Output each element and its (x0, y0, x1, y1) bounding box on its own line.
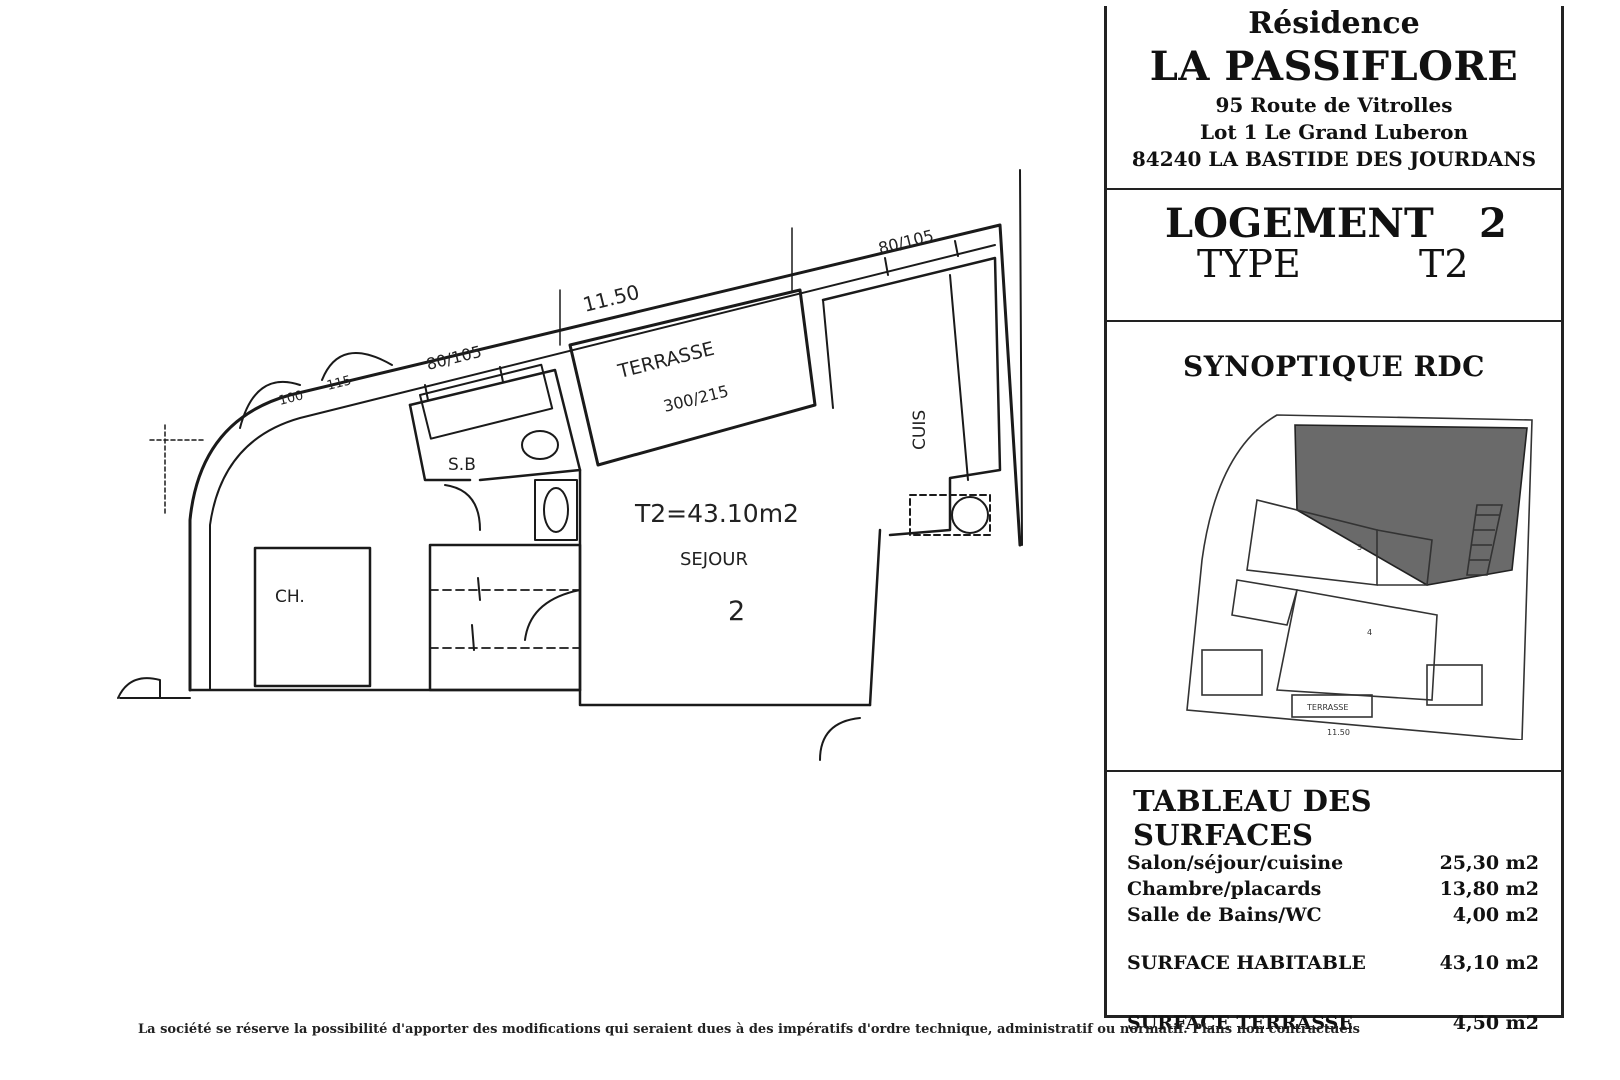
terrace-outline (568, 288, 817, 467)
habitable-value: 43,10 m2 (1439, 952, 1539, 974)
logement-number: 2 (1479, 200, 1507, 247)
terrace-dims: 300/215 (661, 381, 730, 416)
surface-label: Chambre/placards (1127, 878, 1322, 900)
type-label: TYPE (1197, 242, 1301, 286)
mini-label-3: 3 (1357, 543, 1362, 552)
synoptique-plan: 3 4 TERRASSE 11.50 (1186, 414, 1533, 740)
bathroom-walls (408, 368, 582, 482)
terrasse-row: SURFACE TERRASSE 4,50 m2 (1107, 1012, 1561, 1038)
dimension-total: 11.50 (580, 280, 641, 317)
surface-value: 13,80 m2 (1439, 878, 1539, 900)
surface-row: Salon/séjour/cuisine 25,30 m2 (1107, 852, 1561, 878)
surface-row: Salle de Bains/WC 4,00 m2 (1107, 904, 1561, 930)
mini-label-4: 4 (1367, 628, 1372, 637)
surface-value: 4,00 m2 (1452, 904, 1539, 926)
floor-plan-drawing: 11.50 80/105 80/105 100 115 TERRASSE 300… (117, 169, 1023, 761)
outer-wall-inner (209, 244, 996, 691)
terrasse-value: 4,50 m2 (1452, 1012, 1539, 1034)
kitchen-label: CUIS (910, 410, 930, 450)
habitable-row: SURFACE HABITABLE 43,10 m2 (1107, 952, 1561, 978)
outer-wall (188, 223, 1022, 692)
residence-name: LA PASSIFLORE (1149, 43, 1519, 90)
bathroom-label: S.B (448, 455, 476, 475)
surface-value: 25,30 m2 (1439, 852, 1539, 874)
bedroom-label: CH. (275, 587, 305, 607)
surface-label: Salon/séjour/cuisine (1127, 852, 1344, 874)
living-label: SEJOUR (680, 549, 748, 570)
synoptique-title: SYNOPTIQUE RDC (1183, 350, 1485, 383)
door-dim-a: 100 (277, 388, 305, 409)
terrace-label: TERRASSE (615, 338, 717, 383)
mini-label-terrasse: TERRASSE (1306, 703, 1348, 712)
address-line-1: 95 Route de Vitrolles (1215, 93, 1453, 117)
window-dim-1: 80/105 (424, 342, 483, 374)
address-line-2: Lot 1 Le Grand Luberon (1199, 120, 1469, 144)
terrasse-label: SURFACE TERRASSE (1127, 1012, 1353, 1034)
surfaces-box: TABLEAU DES SURFACES Salon/séjour/cuisin… (1107, 772, 1561, 1034)
mini-label-dim: 11.50 (1327, 728, 1350, 737)
floor-plan: 11.50 80/105 80/105 100 115 TERRASSE 300… (0, 0, 1080, 800)
disclaimer: La société se réserve la possibilité d'a… (138, 1022, 1360, 1037)
logement-box: LOGEMENT 2 TYPE T2 (1107, 190, 1561, 322)
habitable-label: SURFACE HABITABLE (1127, 952, 1366, 974)
surface-row: Chambre/placards 13,80 m2 (1107, 878, 1561, 904)
surface-label: Salle de Bains/WC (1127, 904, 1322, 926)
door-dim-b: 115 (325, 373, 353, 394)
address-line-3: 84240 LA BASTIDE DES JOURDANS (1131, 147, 1537, 171)
residence-box: Résidence LA PASSIFLORE 95 Route de Vitr… (1107, 6, 1561, 190)
residence-prefix: Résidence (1248, 6, 1420, 41)
logement-label: LOGEMENT (1165, 200, 1434, 247)
bed (253, 546, 372, 688)
surfaces-title: TABLEAU DES SURFACES (1133, 784, 1372, 852)
unit-number: 2 (728, 596, 745, 627)
info-panel: Résidence LA PASSIFLORE 95 Route de Vitr… (1104, 6, 1564, 1034)
window-dim-2: 80/105 (876, 226, 935, 258)
area-label: T2=43.10m2 (634, 499, 799, 528)
type-value: T2 (1419, 242, 1469, 286)
highlighted-unit (1294, 424, 1528, 586)
synoptique-box: SYNOPTIQUE RDC 3 4 TERRA (1107, 322, 1561, 772)
